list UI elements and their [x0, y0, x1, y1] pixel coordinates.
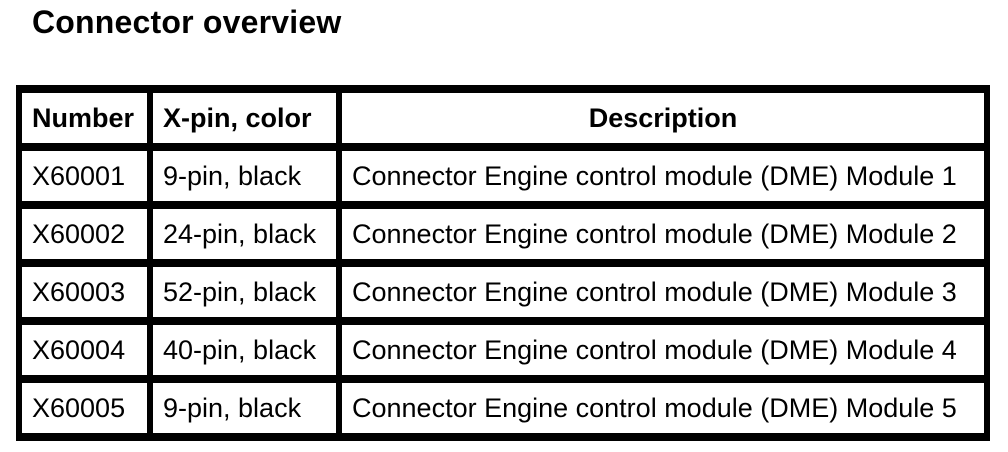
cell-pin-color: 9-pin, black	[147, 143, 342, 209]
cell-number: X60002	[16, 201, 153, 267]
cell-description: Connector Engine control module (DME) Mo…	[336, 143, 990, 209]
table-row: X60004 40-pin, black Connector Engine co…	[16, 317, 990, 383]
cell-pin-color: 24-pin, black	[147, 201, 342, 267]
cell-pin-color: 9-pin, black	[147, 375, 342, 441]
header-number: Number	[16, 85, 153, 151]
cell-description: Connector Engine control module (DME) Mo…	[336, 317, 990, 383]
cell-number: X60003	[16, 259, 153, 325]
table-row: X60001 9-pin, black Connector Engine con…	[16, 143, 990, 209]
page-title: Connector overview	[32, 4, 342, 40]
cell-description: Connector Engine control module (DME) Mo…	[336, 201, 990, 267]
cell-description: Connector Engine control module (DME) Mo…	[336, 375, 990, 441]
table-row: X60005 9-pin, black Connector Engine con…	[16, 375, 990, 441]
table-row: X60003 52-pin, black Connector Engine co…	[16, 259, 990, 325]
cell-number: X60004	[16, 317, 153, 383]
header-pin-color: X-pin, color	[147, 85, 342, 151]
header-description: Description	[336, 85, 990, 151]
cell-number: X60001	[16, 143, 153, 209]
cell-pin-color: 40-pin, black	[147, 317, 342, 383]
cell-number: X60005	[16, 375, 153, 441]
cell-description: Connector Engine control module (DME) Mo…	[336, 259, 990, 325]
connector-table: Number X-pin, color Description X60001 9…	[16, 85, 990, 441]
cell-pin-color: 52-pin, black	[147, 259, 342, 325]
table-row: X60002 24-pin, black Connector Engine co…	[16, 201, 990, 267]
table-header-row: Number X-pin, color Description	[16, 85, 990, 151]
